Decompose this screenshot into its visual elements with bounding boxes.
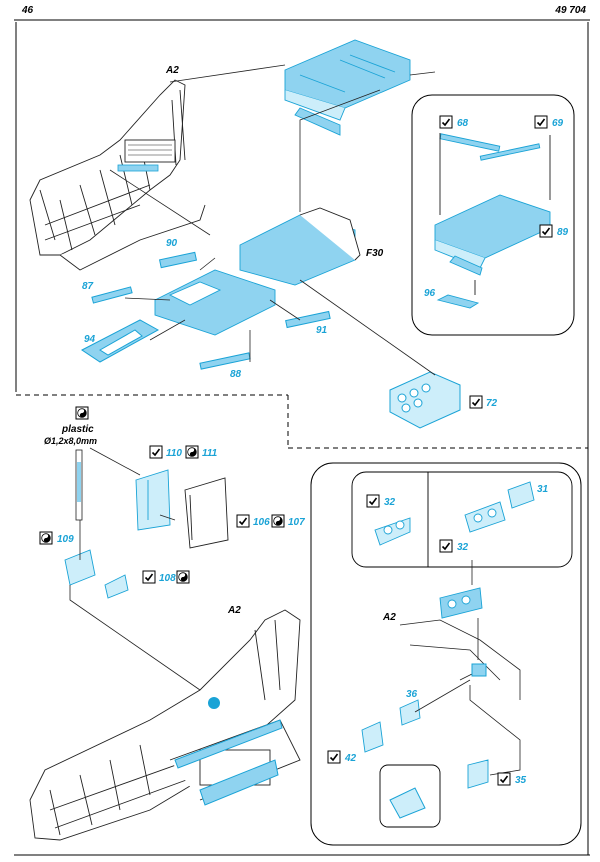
floor-f30-part <box>239 207 361 286</box>
label-109: 109 <box>39 531 74 545</box>
ref-f30: F30 <box>366 248 384 259</box>
bend-check-icon <box>439 539 453 553</box>
svg-text:91: 91 <box>316 325 328 336</box>
label-89: 89 <box>539 224 569 238</box>
armour-plate-106 <box>184 477 229 549</box>
inset-panel-parts <box>361 481 535 789</box>
etch-strip-91 <box>285 310 331 329</box>
svg-text:36: 36 <box>406 689 418 700</box>
bend-check-icon <box>149 445 163 459</box>
label-35: 35 <box>497 772 527 786</box>
paint-yin-yang-icon <box>75 406 89 420</box>
bend-check-icon <box>539 224 553 238</box>
svg-text:110: 110 <box>166 448 182 459</box>
cockpit-sidewall-bottom <box>29 609 301 841</box>
label-88: 88 <box>230 369 242 380</box>
label-106-107: 106 107 <box>236 514 305 528</box>
svg-text:94: 94 <box>84 334 96 345</box>
armour-plate-110 <box>135 469 171 531</box>
bend-check-icon <box>439 115 453 129</box>
page-number-right: 49 704 <box>555 5 586 16</box>
svg-text:109: 109 <box>57 534 74 545</box>
label-32-b: 32 <box>439 539 469 553</box>
bend-check-icon <box>534 115 548 129</box>
label-69: 69 <box>534 115 564 129</box>
svg-text:32: 32 <box>457 542 469 553</box>
svg-text:35: 35 <box>515 775 527 786</box>
label-42: 42 <box>327 750 357 764</box>
label-36: 36 <box>406 689 418 700</box>
rod-mount-point <box>208 697 220 709</box>
plastic-label: plastic <box>61 424 94 435</box>
svg-text:42: 42 <box>344 753 357 764</box>
leader-lines-top <box>109 64 436 376</box>
svg-text:107: 107 <box>288 517 305 528</box>
etch-strip-90 <box>158 251 198 269</box>
label-108: 108 <box>142 570 190 584</box>
label-91: 91 <box>316 325 328 336</box>
svg-text:72: 72 <box>486 398 498 409</box>
label-110-111: 110 111 <box>149 445 218 459</box>
svg-text:87: 87 <box>82 281 94 292</box>
etch-part-94 <box>81 319 160 363</box>
svg-text:108: 108 <box>159 573 176 584</box>
bend-check-icon <box>327 750 341 764</box>
etch-strip-88 <box>199 352 251 370</box>
svg-text:69: 69 <box>552 118 564 129</box>
inset-mounted-part <box>471 663 487 677</box>
cockpit-etch-strip <box>117 164 159 172</box>
svg-text:106: 106 <box>253 517 270 528</box>
bracket-109 <box>64 549 129 599</box>
leader-lines-bottom <box>69 447 201 691</box>
bend-check-icon <box>366 494 380 508</box>
seat-tray-part <box>284 39 411 136</box>
plastic-rod <box>75 449 83 521</box>
ref-a2-top: A2 <box>165 65 179 76</box>
svg-text:111: 111 <box>202 448 218 459</box>
section-divider <box>16 394 588 449</box>
ref-a2-bottom: A2 <box>227 605 241 616</box>
bend-check-icon <box>236 514 250 528</box>
label-96: 96 <box>424 288 436 299</box>
instrument-panel-72 <box>389 371 461 429</box>
label-31: 31 <box>537 484 549 495</box>
paint-yin-yang-icon <box>271 514 285 528</box>
center-floor-panel <box>154 269 276 336</box>
cockpit-sidewall-top <box>29 79 206 271</box>
page-number-left: 46 <box>22 5 34 16</box>
svg-text:96: 96 <box>424 288 436 299</box>
svg-text:89: 89 <box>557 227 569 238</box>
inset-zoom-part <box>389 787 426 819</box>
svg-text:32: 32 <box>384 497 396 508</box>
etch-strip-87 <box>91 286 133 304</box>
label-68: 68 <box>439 115 469 129</box>
svg-text:90: 90 <box>166 238 178 249</box>
svg-text:31: 31 <box>537 484 549 495</box>
inset-leaders <box>414 560 521 776</box>
label-87: 87 <box>82 281 94 292</box>
rod-spec: Ø1,2x8,0mm <box>44 436 97 446</box>
paint-yin-yang-icon <box>39 531 53 545</box>
svg-text:68: 68 <box>457 118 469 129</box>
inset-leader-lines <box>439 133 551 295</box>
cockpit-bottom-etch-2 <box>199 759 279 806</box>
label-94: 94 <box>84 334 96 345</box>
svg-text:88: 88 <box>230 369 242 380</box>
cockpit-bottom-etch <box>174 719 283 769</box>
paint-yin-yang-icon <box>185 445 199 459</box>
label-32-a: 32 <box>366 494 396 508</box>
bend-check-icon <box>469 395 483 409</box>
ref-a2-inset: A2 <box>382 612 396 623</box>
paint-yin-yang-icon <box>176 570 190 584</box>
inset-seat-parts <box>434 133 551 309</box>
label-72: 72 <box>469 395 498 409</box>
bend-check-icon <box>497 772 511 786</box>
page-frame <box>14 19 590 856</box>
label-90: 90 <box>166 238 178 249</box>
bend-check-icon <box>142 570 156 584</box>
